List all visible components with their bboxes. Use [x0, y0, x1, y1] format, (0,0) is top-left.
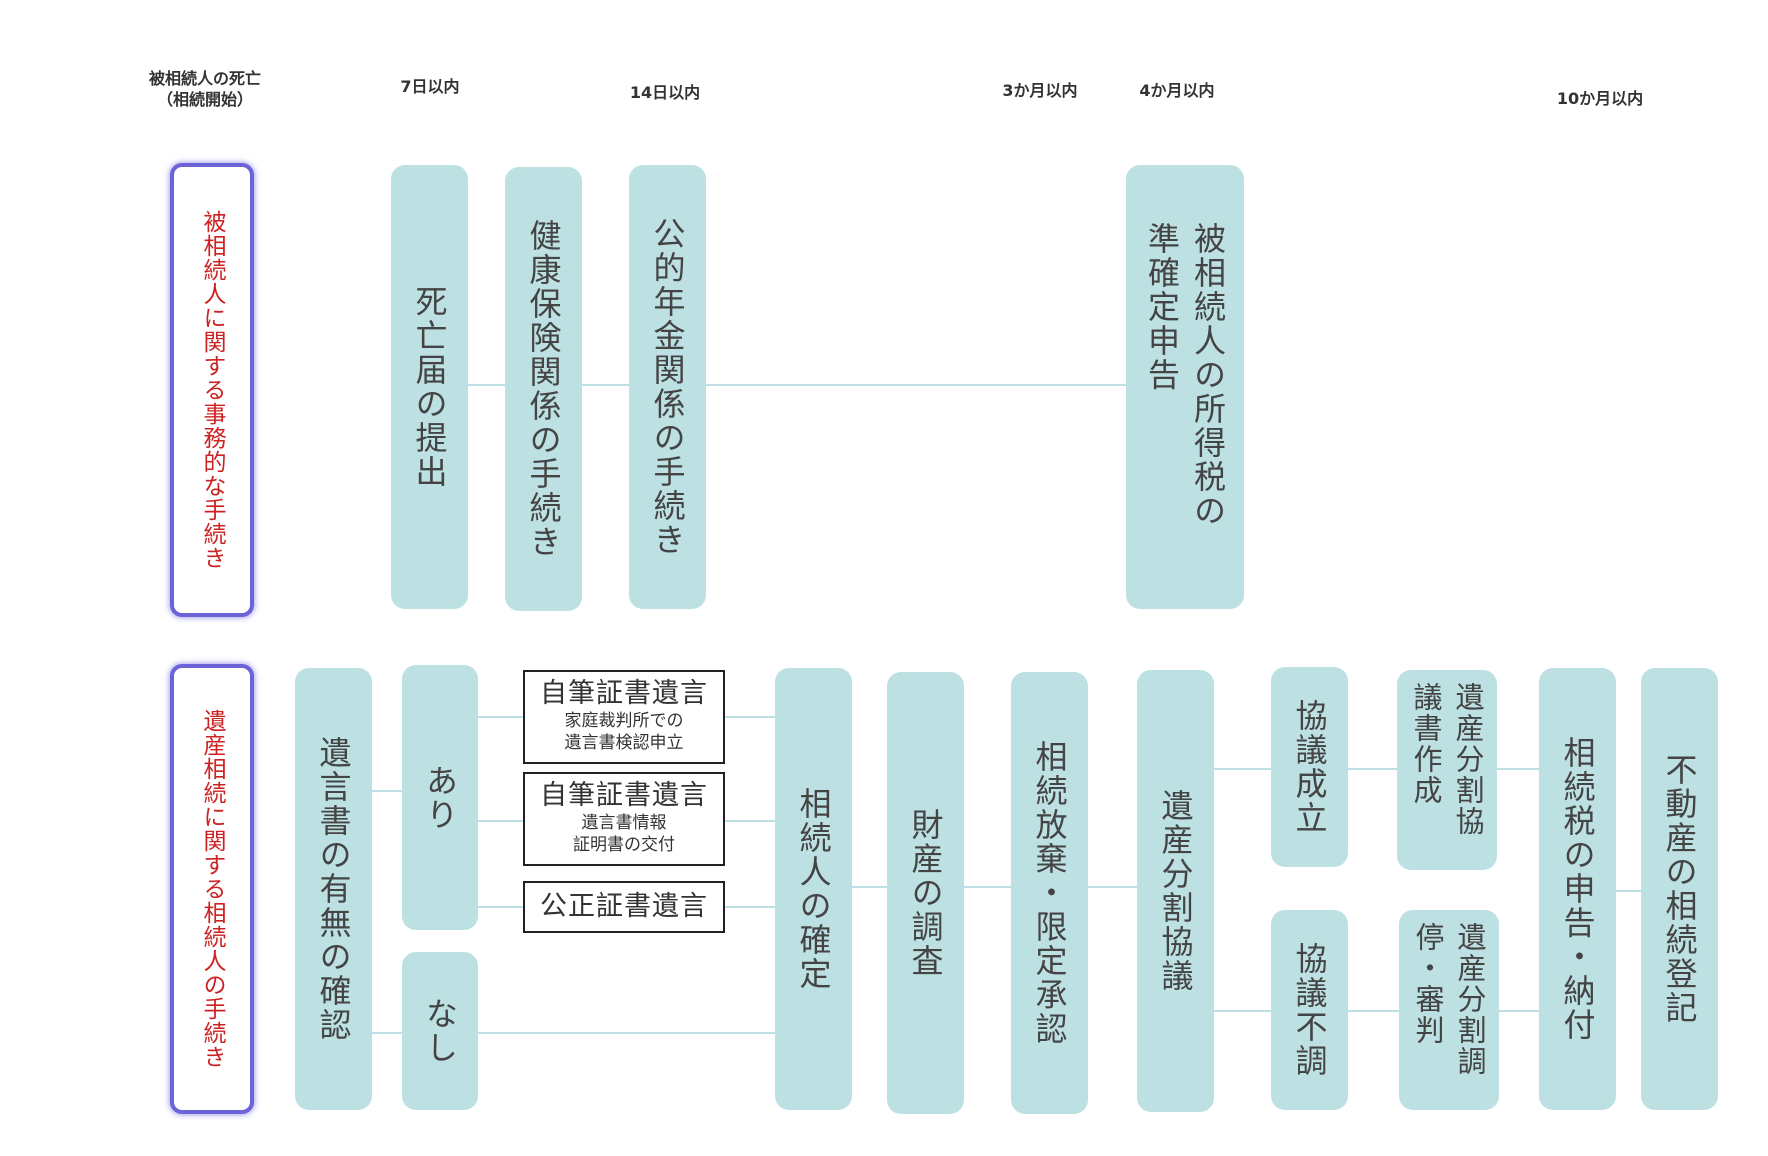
will-holographic-registry-sub1: 遺言書情報	[581, 813, 667, 833]
step-renunciation-label: 相続放棄・限定承認	[1030, 740, 1069, 1046]
step-income-tax-label: 被相続人の所得税の準確定申告	[1143, 222, 1227, 528]
step-renunciation: 相続放棄・限定承認	[1011, 672, 1088, 1114]
will-holographic-court-sub1: 家庭裁判所での	[564, 711, 684, 731]
step-division-document-label: 遺産分割協議書作成	[1409, 682, 1485, 837]
step-real-estate-registration: 不動産の相続登記	[1641, 668, 1718, 1110]
connector-agreed	[1200, 768, 1540, 770]
timeline-10months: 10か月以内	[1556, 89, 1644, 108]
step-health-insurance: 健康保険関係の手続き	[505, 167, 582, 611]
will-notarized: 公正証書遺言	[523, 881, 725, 933]
step-mediation-label: 遺産分割調停・審判	[1411, 922, 1487, 1077]
branch-will-yes-label: あり	[421, 763, 459, 832]
timeline-7days: 7日以内	[400, 77, 460, 96]
will-holographic-registry-title: 自筆証書遺言	[540, 780, 708, 811]
step-division-talk-label: 遺産分割協議	[1156, 789, 1195, 993]
step-death-notice: 死亡届の提出	[391, 165, 468, 609]
timeline-death-sub: （相続開始）	[156, 90, 253, 109]
connector-tax-registration	[1605, 890, 1651, 892]
step-death-notice-label: 死亡届の提出	[410, 285, 449, 489]
step-real-estate-registration-label: 不動産の相続登記	[1660, 753, 1699, 1025]
will-holographic-court-title: 自筆証書遺言	[540, 678, 708, 709]
connector-disagreed	[1200, 1010, 1540, 1012]
will-notarized-title: 公正証書遺言	[540, 891, 708, 922]
timeline-3months: 3か月以内	[1002, 81, 1078, 100]
step-income-tax: 被相続人の所得税の準確定申告	[1126, 165, 1244, 609]
step-division-talk: 遺産分割協議	[1137, 670, 1214, 1112]
step-mediation: 遺産分割調停・審判	[1399, 910, 1499, 1110]
step-heir-confirmation: 相続人の確定	[775, 668, 852, 1110]
step-pension: 公的年金関係の手続き	[629, 165, 706, 609]
step-pension-label: 公的年金関係の手続き	[648, 217, 687, 557]
connector-main-flow	[845, 886, 1145, 888]
category-admin-procedures: 被相続人に関する事務的な手続き	[170, 163, 254, 617]
will-holographic-court-sub2: 遺言書検認申立	[564, 733, 684, 753]
step-heir-confirmation-label: 相続人の確定	[794, 787, 833, 991]
step-agreement-reached: 協議成立	[1271, 667, 1348, 867]
timeline-death-label: 被相続人の死亡	[148, 69, 261, 88]
connector-no-heir	[475, 1032, 775, 1034]
branch-will-no: なし	[402, 952, 478, 1110]
category-admin-label: 被相続人に関する事務的な手続き	[199, 210, 225, 570]
step-health-insurance-label: 健康保険関係の手続き	[524, 219, 563, 559]
branch-will-no-label: なし	[421, 997, 459, 1065]
connector-will-check-yes	[367, 790, 403, 792]
step-division-document: 遺産分割協議書作成	[1397, 670, 1497, 870]
category-inheritance-label: 遺産相続に関する相続人の手続き	[199, 709, 225, 1069]
connector-will-check-no	[367, 1032, 403, 1034]
branch-will-yes: あり	[402, 665, 478, 930]
step-tax-filing-label: 相続税の申告・納付	[1558, 736, 1597, 1042]
step-asset-survey-label: 財産の調査	[906, 808, 945, 978]
category-inheritance-procedures: 遺産相続に関する相続人の手続き	[170, 664, 254, 1114]
step-will-check: 遺言書の有無の確認	[295, 668, 372, 1110]
timeline-death: 被相続人の死亡 （相続開始）	[120, 68, 290, 110]
will-holographic-registry-sub2: 証明書の交付	[573, 835, 675, 855]
will-holographic-registry: 自筆証書遺言 遺言書情報 証明書の交付	[523, 772, 725, 866]
step-will-check-label: 遺言書の有無の確認	[314, 736, 353, 1042]
step-agreement-failed: 協議不調	[1271, 910, 1348, 1110]
step-tax-filing: 相続税の申告・納付	[1539, 668, 1616, 1110]
connector-admin	[460, 384, 1130, 386]
timeline-14days: 14日以内	[629, 83, 701, 102]
will-holographic-court: 自筆証書遺言 家庭裁判所での 遺言書検認申立	[523, 670, 725, 764]
step-asset-survey: 財産の調査	[887, 672, 964, 1114]
timeline-4months: 4か月以内	[1139, 81, 1215, 100]
step-agreement-failed-label: 協議不調	[1290, 942, 1329, 1078]
step-agreement-reached-label: 協議成立	[1290, 699, 1329, 835]
